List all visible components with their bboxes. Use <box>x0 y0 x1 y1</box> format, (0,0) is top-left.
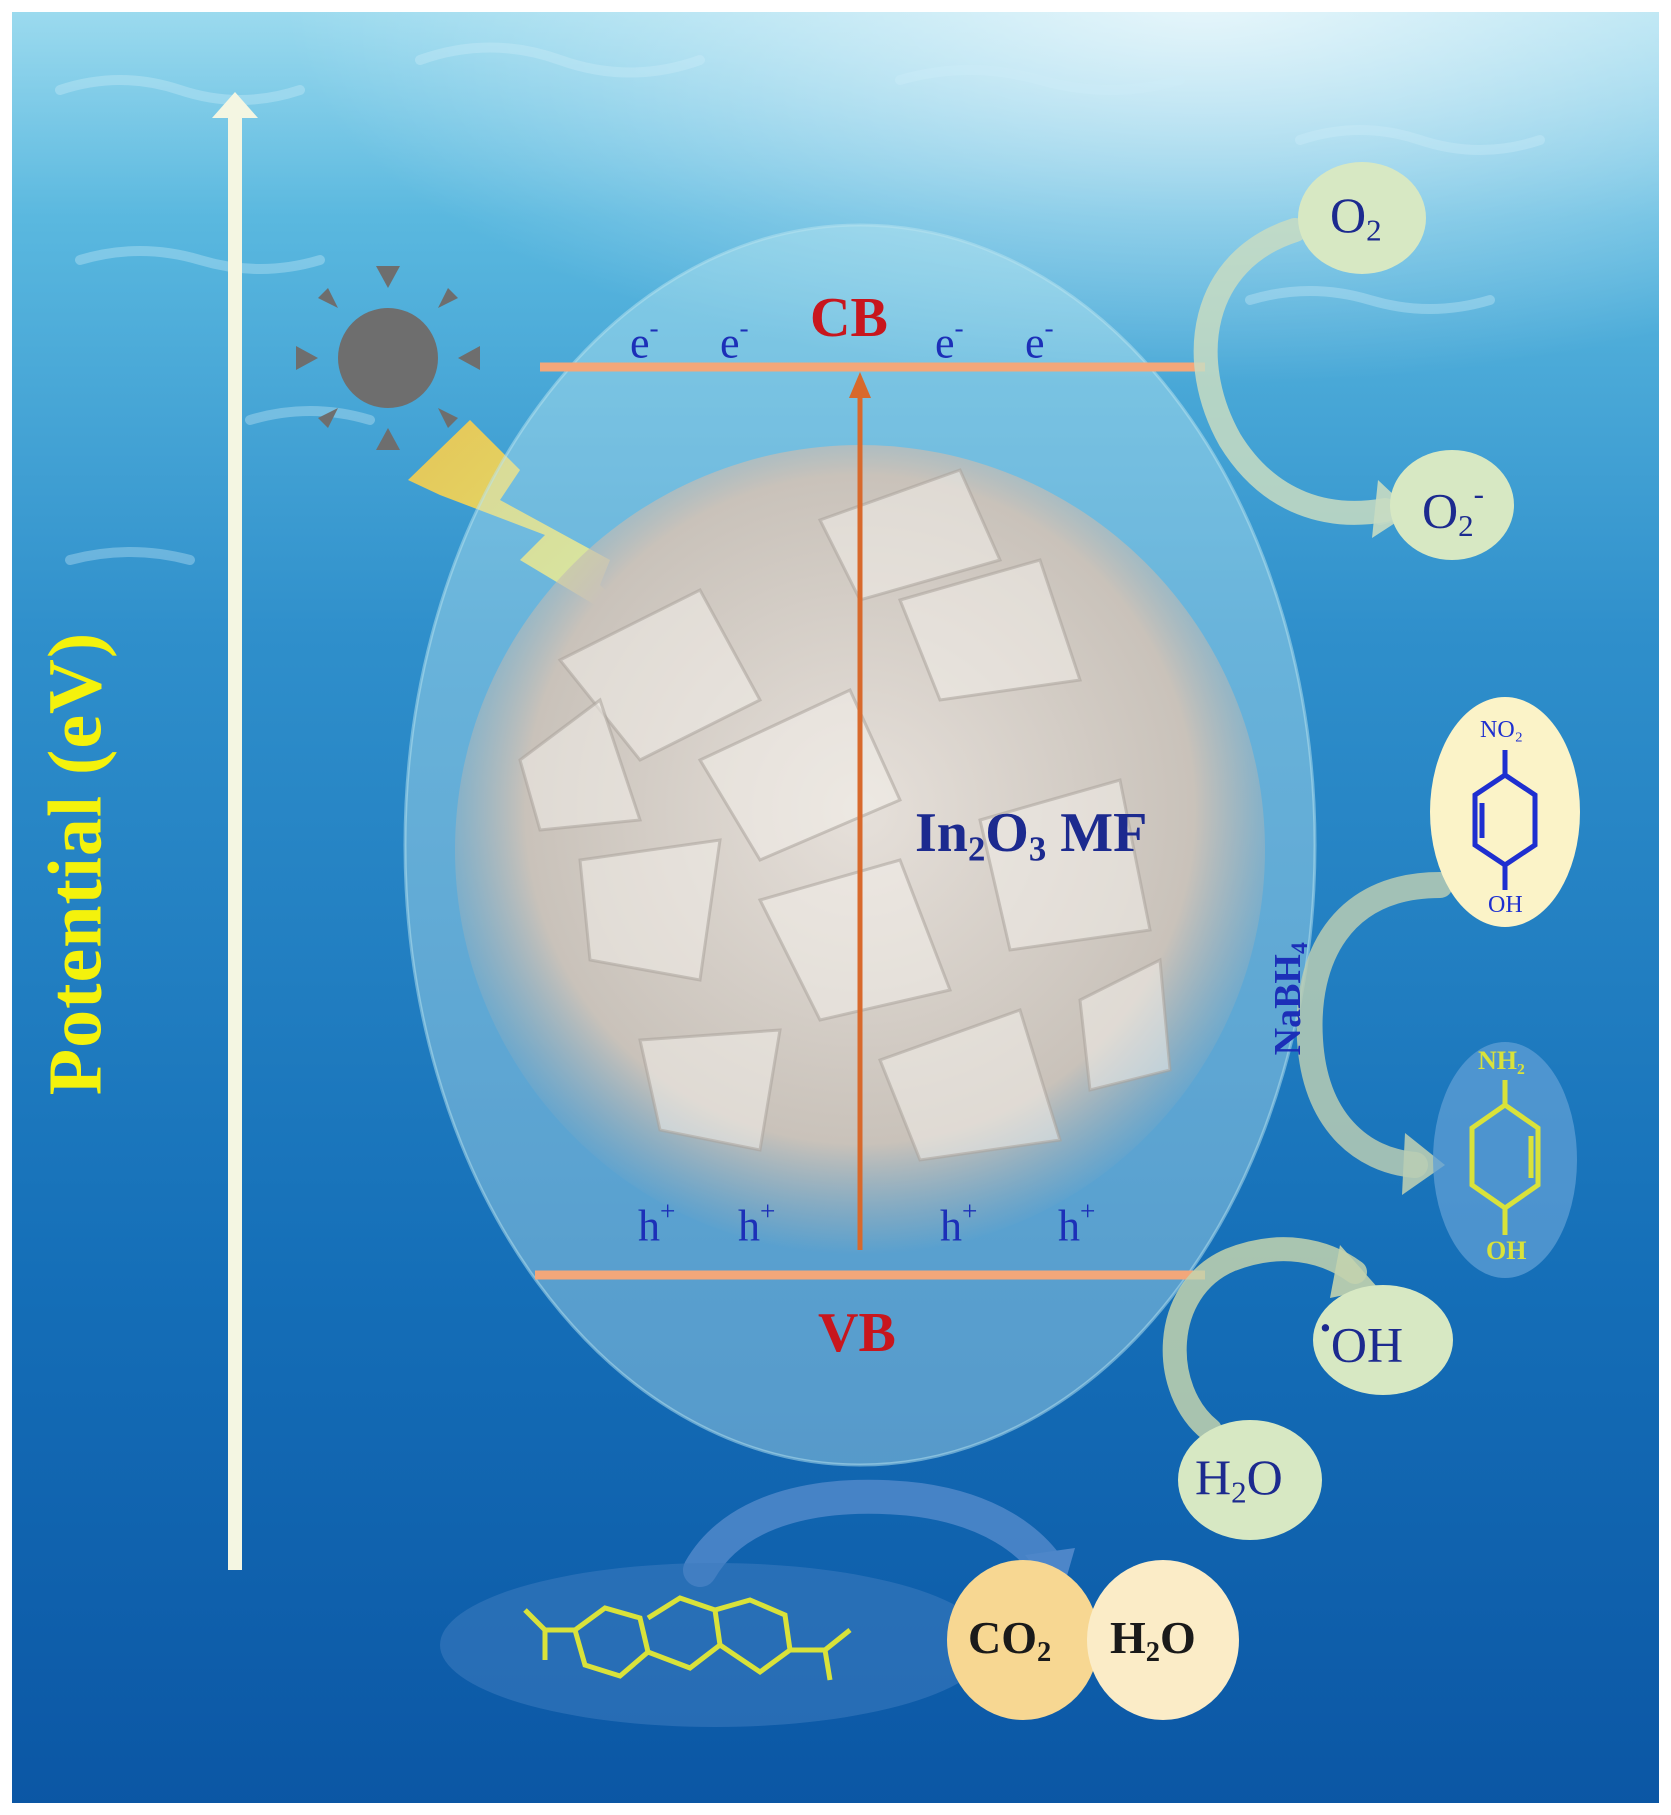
electron-2: e- <box>720 313 749 368</box>
aminophenol-bottom-group: OH <box>1486 1236 1527 1265</box>
dye-bubble <box>440 1563 990 1727</box>
nitrophenol-bubble <box>1430 697 1580 927</box>
superoxide-bubble <box>1390 450 1514 560</box>
vb-label: VB <box>818 1302 896 1364</box>
nitrophenol-ring <box>1472 750 1538 890</box>
material-label: In2O3 MF <box>915 802 1148 869</box>
hydroxyl-bubble <box>1313 1285 1453 1395</box>
o2-bubble <box>1298 162 1426 274</box>
potential-axis-label: Potential (eV) <box>33 631 118 1096</box>
nitrophenol-reduction-arrow <box>1296 872 1453 1178</box>
cb-label: CB <box>810 287 888 349</box>
nitrophenol-top-group: NO₂ <box>1480 717 1524 743</box>
electron-3: e- <box>935 313 964 368</box>
hydroxyl-label: •OH <box>1320 1310 1404 1373</box>
hole-4: h+ <box>1058 1196 1096 1251</box>
methylene-blue-structure <box>523 1595 852 1681</box>
h2o-product-label: H2O <box>1110 1612 1196 1668</box>
in2o3-microflower <box>455 445 1265 1255</box>
dye-degradation-arrow <box>683 1479 1067 1587</box>
h2o-product-bubble <box>1087 1560 1239 1720</box>
water-oxidation-arrow <box>1162 1237 1367 1442</box>
sun-icon <box>296 266 480 450</box>
water-ripples <box>55 42 1545 565</box>
o2-reduction-arrow <box>1193 218 1397 525</box>
electron-1: e- <box>630 313 659 368</box>
hole-3: h+ <box>940 1196 978 1251</box>
nabh4-label: NaBH4 <box>1267 942 1313 1056</box>
co2-product-label: CO2 <box>968 1612 1052 1668</box>
nitrophenol-bottom-group: OH <box>1488 892 1523 918</box>
water-bubble <box>1178 1420 1322 1540</box>
water-label: H2O <box>1195 1449 1283 1510</box>
hole-2: h+ <box>738 1196 776 1251</box>
electron-4: e- <box>1025 313 1054 368</box>
aminophenol-bubble <box>1433 1042 1577 1278</box>
superoxide-label: O2- <box>1422 476 1484 543</box>
hole-1: h+ <box>638 1196 676 1251</box>
potential-axis <box>212 92 258 1570</box>
excitation-arrow <box>849 372 871 1250</box>
aminophenol-ring <box>1469 1080 1541 1235</box>
nitrophenol-reduction-arrowhead <box>1402 1133 1445 1195</box>
water-oxidation-arrowhead <box>1330 1245 1378 1298</box>
aminophenol-top-group: NH₂ <box>1478 1046 1525 1075</box>
co2-bubble <box>947 1560 1099 1720</box>
o2-label: O2 <box>1330 187 1382 248</box>
